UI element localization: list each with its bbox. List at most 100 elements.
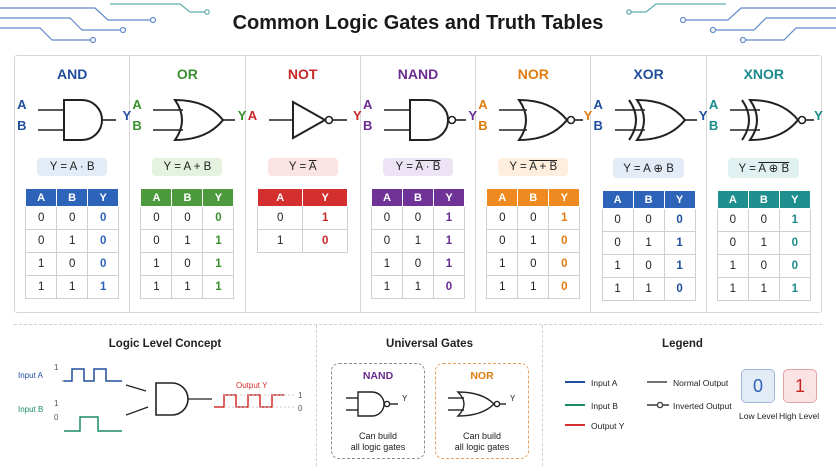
input-b-tick-low: 0 — [54, 413, 59, 422]
truth-table-cell: 1 — [747, 277, 780, 301]
truth-table-cell: 0 — [548, 252, 581, 276]
input-a-tick-high: 1 — [54, 363, 59, 372]
truth-table-cell: 0 — [140, 206, 173, 230]
formula-prefix-nor: Y = — [509, 161, 530, 173]
legend-inverted-output: Inverted Output — [673, 401, 732, 411]
truth-table-header: Y — [432, 188, 465, 207]
gate-output-nor: Y — [583, 108, 593, 123]
truth-table-header: B — [401, 188, 434, 207]
nor-universal-out: Y — [510, 394, 516, 403]
truth-table-cell: 1 — [171, 275, 204, 299]
logic-level-diagram — [62, 368, 294, 432]
high-level-badge: 1 — [783, 369, 817, 403]
truth-table-cell: 1 — [716, 254, 749, 278]
truth-table-cell: 0 — [517, 206, 550, 230]
truth-table-header: B — [747, 190, 780, 209]
truth-table-header: A — [486, 188, 519, 207]
formula-prefix-and: Y = — [49, 161, 70, 173]
nand-gate-icon — [383, 99, 466, 141]
truth-table-cell: 0 — [747, 254, 780, 278]
nor-universal-caption-1: Can build — [462, 431, 502, 441]
truth-table-cell: 1 — [486, 252, 519, 276]
truth-table-cell: 1 — [302, 206, 349, 230]
truth-table-cell: 1 — [716, 277, 749, 301]
gate-name-and: AND — [56, 66, 88, 82]
formula-expr-xnor: A ⊕ B — [758, 163, 790, 175]
truth-table-header: Y — [302, 188, 349, 207]
nand-universal-out: Y — [402, 394, 408, 403]
formula-and: Y = A · B — [37, 158, 108, 176]
gate-output-or: Y — [237, 108, 247, 123]
truth-table-cell: 0 — [548, 275, 581, 299]
formula-expr-xor: A ⊕ B — [643, 163, 674, 175]
truth-table-cell: 0 — [370, 206, 403, 230]
gate-name-nor: NOR — [517, 66, 549, 82]
formula-prefix-or: Y = — [163, 161, 184, 173]
truth-table-cell: 1 — [778, 277, 811, 301]
truth-table-cell: 0 — [87, 229, 120, 253]
high-level-label: High Level — [779, 411, 820, 421]
input-a-label: Input A — [18, 371, 43, 380]
formula-prefix-xnor: Y = — [738, 163, 759, 175]
truth-table-cell: 1 — [401, 275, 434, 299]
and-gate-icon — [38, 99, 117, 141]
input-b-tick-high: 1 — [54, 399, 59, 408]
gate-input-b-xor: B — [593, 118, 603, 133]
truth-table-cell: 1 — [56, 229, 89, 253]
truth-table-cell: 1 — [486, 275, 519, 299]
truth-table-header: A — [370, 188, 403, 207]
truth-table-cell: 0 — [663, 277, 696, 301]
nand-universal-caption-2: all logic gates — [350, 442, 406, 452]
truth-table-header: A — [25, 188, 58, 207]
gate-input-a-xnor: A — [708, 97, 719, 112]
nor-universal-box: NOR Y Can build all logic gates — [435, 363, 529, 459]
xnor-gate-icon — [729, 98, 814, 142]
truth-table-cell: 0 — [401, 252, 434, 276]
truth-table-cell: 0 — [171, 206, 204, 230]
truth-table-cell: 1 — [401, 229, 434, 253]
truth-table-cell: 0 — [486, 206, 519, 230]
gate-name-xnor: XNOR — [743, 66, 785, 82]
truth-table-cell: 1 — [632, 231, 665, 255]
truth-table-header: Y — [663, 190, 696, 209]
gate-output-xnor: Y — [814, 108, 823, 123]
truth-table-header: B — [632, 190, 665, 209]
formula-expr-nand: A · B — [415, 161, 441, 173]
output-y-label: Output Y — [236, 381, 268, 390]
truth-table-cell: 1 — [87, 275, 120, 299]
truth-table-cell: 1 — [202, 275, 235, 299]
truth-table-cell: 0 — [401, 206, 434, 230]
gate-input-b-nor: B — [478, 118, 488, 133]
legend-input-a: Input A — [591, 378, 618, 388]
gate-output-not: Y — [353, 108, 362, 123]
formula-xor: Y = A ⊕ B — [613, 158, 684, 178]
truth-table-cell: 1 — [632, 277, 665, 301]
truth-table-cell: 1 — [601, 277, 634, 301]
universal-gates-section: Universal Gates NAND Y Can build all log… — [317, 325, 543, 466]
gate-name-nand: NAND — [397, 66, 439, 82]
truth-table-cell: 1 — [548, 206, 581, 230]
legend-section: Legend Input A Input B Output Y Normal O… — [543, 325, 822, 466]
legend-title: Legend — [662, 338, 703, 350]
formula-expr-and: A · B — [69, 161, 95, 173]
truth-table-cell: 0 — [87, 206, 120, 230]
